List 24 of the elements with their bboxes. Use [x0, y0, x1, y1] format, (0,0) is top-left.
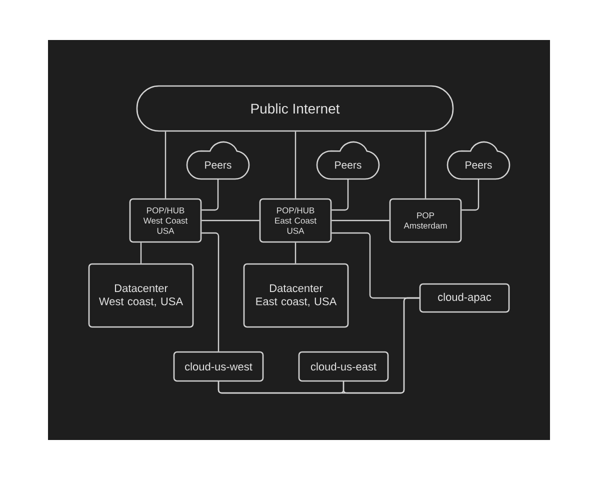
- rounded-box: Datacenter East coast, USA: [243, 263, 349, 328]
- connector-line: [218, 297, 420, 394]
- rounded-box: POP/HUB East Coast USA: [259, 198, 332, 243]
- cloud-node: Peers: [186, 141, 250, 180]
- connector-line: [294, 242, 296, 264]
- connector-line: [332, 179, 349, 211]
- connector-line: [202, 232, 220, 352]
- rounded-box: POP/HUB West Coast USA: [129, 198, 202, 243]
- rounded-box: POP Amsterdam: [389, 198, 462, 243]
- pill-node: Public Internet: [136, 85, 454, 132]
- rounded-box: cloud-us-west: [173, 351, 264, 382]
- cloud-node: Peers: [316, 141, 380, 180]
- rounded-box: cloud-apac: [419, 283, 510, 313]
- connector-line: [332, 220, 390, 222]
- connector-line: [164, 132, 166, 198]
- connector-line: [294, 132, 296, 198]
- rounded-box: Datacenter West coast, USA: [88, 263, 194, 328]
- connector-line: [462, 179, 480, 211]
- connector-line: [202, 179, 219, 211]
- connector-line: [424, 132, 426, 198]
- connector-line: [140, 242, 142, 264]
- connector-line: [202, 220, 260, 222]
- rounded-box: cloud-us-east: [298, 351, 389, 382]
- cloud-node: Peers: [446, 141, 510, 180]
